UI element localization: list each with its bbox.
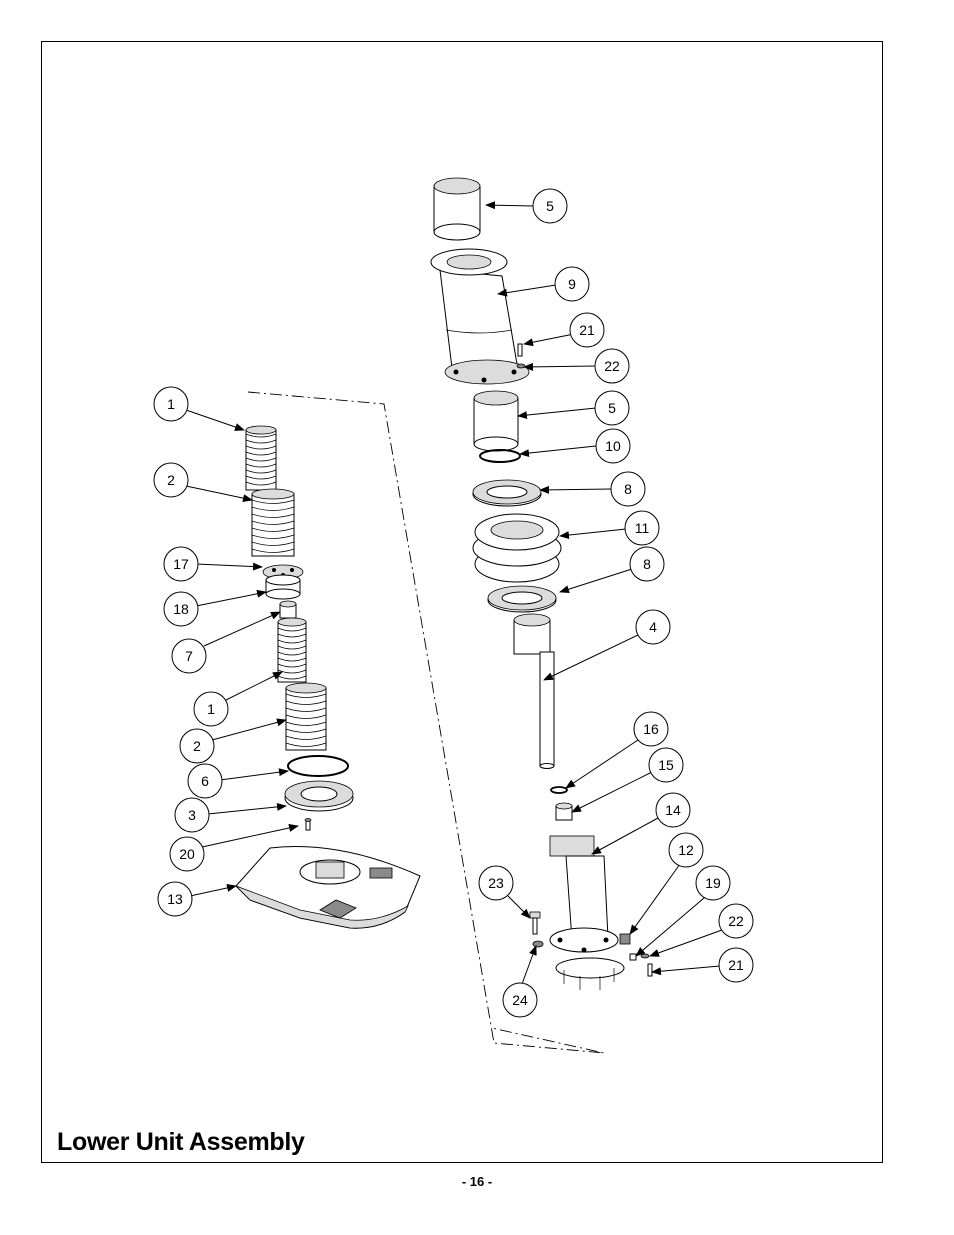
svg-text:10: 10	[605, 438, 621, 454]
part-15-bushing	[555, 802, 573, 821]
svg-text:4: 4	[649, 619, 657, 635]
part-23-bolt	[529, 911, 541, 935]
svg-text:21: 21	[728, 957, 744, 973]
svg-text:9: 9	[568, 276, 576, 292]
callout-22: 22	[718, 903, 754, 939]
callout-9: 9	[554, 266, 590, 302]
callout-8: 8	[610, 471, 646, 507]
svg-text:2: 2	[193, 738, 201, 754]
spring-2-upper	[251, 488, 295, 557]
page-title: Lower Unit Assembly	[57, 1128, 305, 1156]
callout-19: 19	[695, 865, 731, 901]
callout-11: 11	[624, 510, 660, 546]
callout-2: 2	[153, 462, 189, 498]
callout-8: 8	[629, 546, 665, 582]
part-5-sleeve-lower	[473, 390, 519, 452]
svg-text:1: 1	[207, 701, 215, 717]
part-9-housing	[430, 248, 530, 385]
assembly-centerline	[247, 391, 605, 1054]
part-8-plate-lower	[487, 585, 557, 613]
svg-text:17: 17	[173, 556, 189, 572]
part-10-snap-ring	[479, 449, 521, 463]
callout-15: 15	[648, 747, 684, 783]
part-22-washer-upper	[516, 363, 526, 369]
callout-5: 5	[594, 390, 630, 426]
part-6-oring	[287, 755, 349, 777]
part-4-shaft	[513, 613, 555, 769]
spring-2-lower	[285, 682, 327, 751]
callout-10: 10	[595, 428, 631, 464]
callout-4: 4	[635, 609, 671, 645]
callout-18: 18	[163, 591, 199, 627]
svg-text:2: 2	[167, 472, 175, 488]
svg-text:1: 1	[167, 396, 175, 412]
callout-14: 14	[655, 792, 691, 828]
svg-text:22: 22	[728, 913, 744, 929]
callout-16: 16	[633, 711, 669, 747]
callout-12: 12	[668, 832, 704, 868]
svg-text:11: 11	[635, 520, 650, 536]
callout-6: 6	[187, 763, 223, 799]
callout-3: 3	[174, 797, 210, 833]
svg-text:7: 7	[185, 648, 193, 664]
callout-1: 1	[153, 386, 189, 422]
svg-text:8: 8	[624, 481, 632, 497]
svg-text:19: 19	[705, 875, 721, 891]
part-16-ring	[550, 786, 568, 794]
part-3-flange	[284, 780, 354, 812]
spring-1-upper	[245, 425, 277, 491]
svg-text:15: 15	[658, 757, 674, 773]
part-22-washer-lower	[640, 953, 650, 959]
svg-text:6: 6	[201, 773, 209, 789]
part-5-sleeve-upper	[433, 177, 481, 241]
callout-7: 7	[171, 638, 207, 674]
callout-1: 1	[193, 691, 229, 727]
page-number: - 16 -	[461, 1174, 493, 1189]
leader-lines	[185, 201, 723, 985]
callout-17: 17	[163, 546, 199, 582]
drawing-frame	[41, 41, 883, 1163]
part-14-lower-tube	[549, 835, 625, 990]
svg-text:5: 5	[608, 400, 616, 416]
svg-text:21: 21	[579, 322, 595, 338]
part-18-collar	[265, 574, 301, 600]
part-12-fitting	[619, 933, 631, 945]
callout-21: 21	[569, 312, 605, 348]
callout-22: 22	[594, 348, 630, 384]
svg-text:8: 8	[643, 556, 651, 572]
svg-text:12: 12	[678, 842, 694, 858]
svg-text:24: 24	[512, 992, 528, 1008]
callout-2: 2	[179, 728, 215, 764]
svg-text:20: 20	[179, 846, 195, 862]
part-19-fitting	[629, 953, 637, 961]
callout-13: 13	[157, 881, 193, 917]
part-21-pin-upper	[517, 343, 523, 357]
part-8-plate-upper	[472, 479, 542, 507]
svg-text:14: 14	[665, 802, 681, 818]
part-7-nut	[279, 600, 297, 619]
callout-23: 23	[478, 865, 514, 901]
callout-5: 5	[532, 188, 568, 224]
part-11-cushion	[472, 513, 562, 583]
callout-20: 20	[169, 836, 205, 872]
svg-text:5: 5	[546, 198, 554, 214]
part-21-bolt-lower	[647, 963, 653, 977]
svg-text:23: 23	[488, 875, 504, 891]
part-24-washer	[532, 940, 544, 948]
svg-text:3: 3	[188, 807, 196, 823]
svg-text:13: 13	[167, 891, 183, 907]
part-13-base-plate	[235, 846, 421, 929]
part-20-screw	[304, 818, 312, 831]
callout-24: 24	[502, 982, 538, 1018]
callout-21: 21	[718, 947, 754, 983]
svg-text:18: 18	[173, 601, 189, 617]
svg-text:22: 22	[604, 358, 620, 374]
svg-text:16: 16	[643, 721, 659, 737]
